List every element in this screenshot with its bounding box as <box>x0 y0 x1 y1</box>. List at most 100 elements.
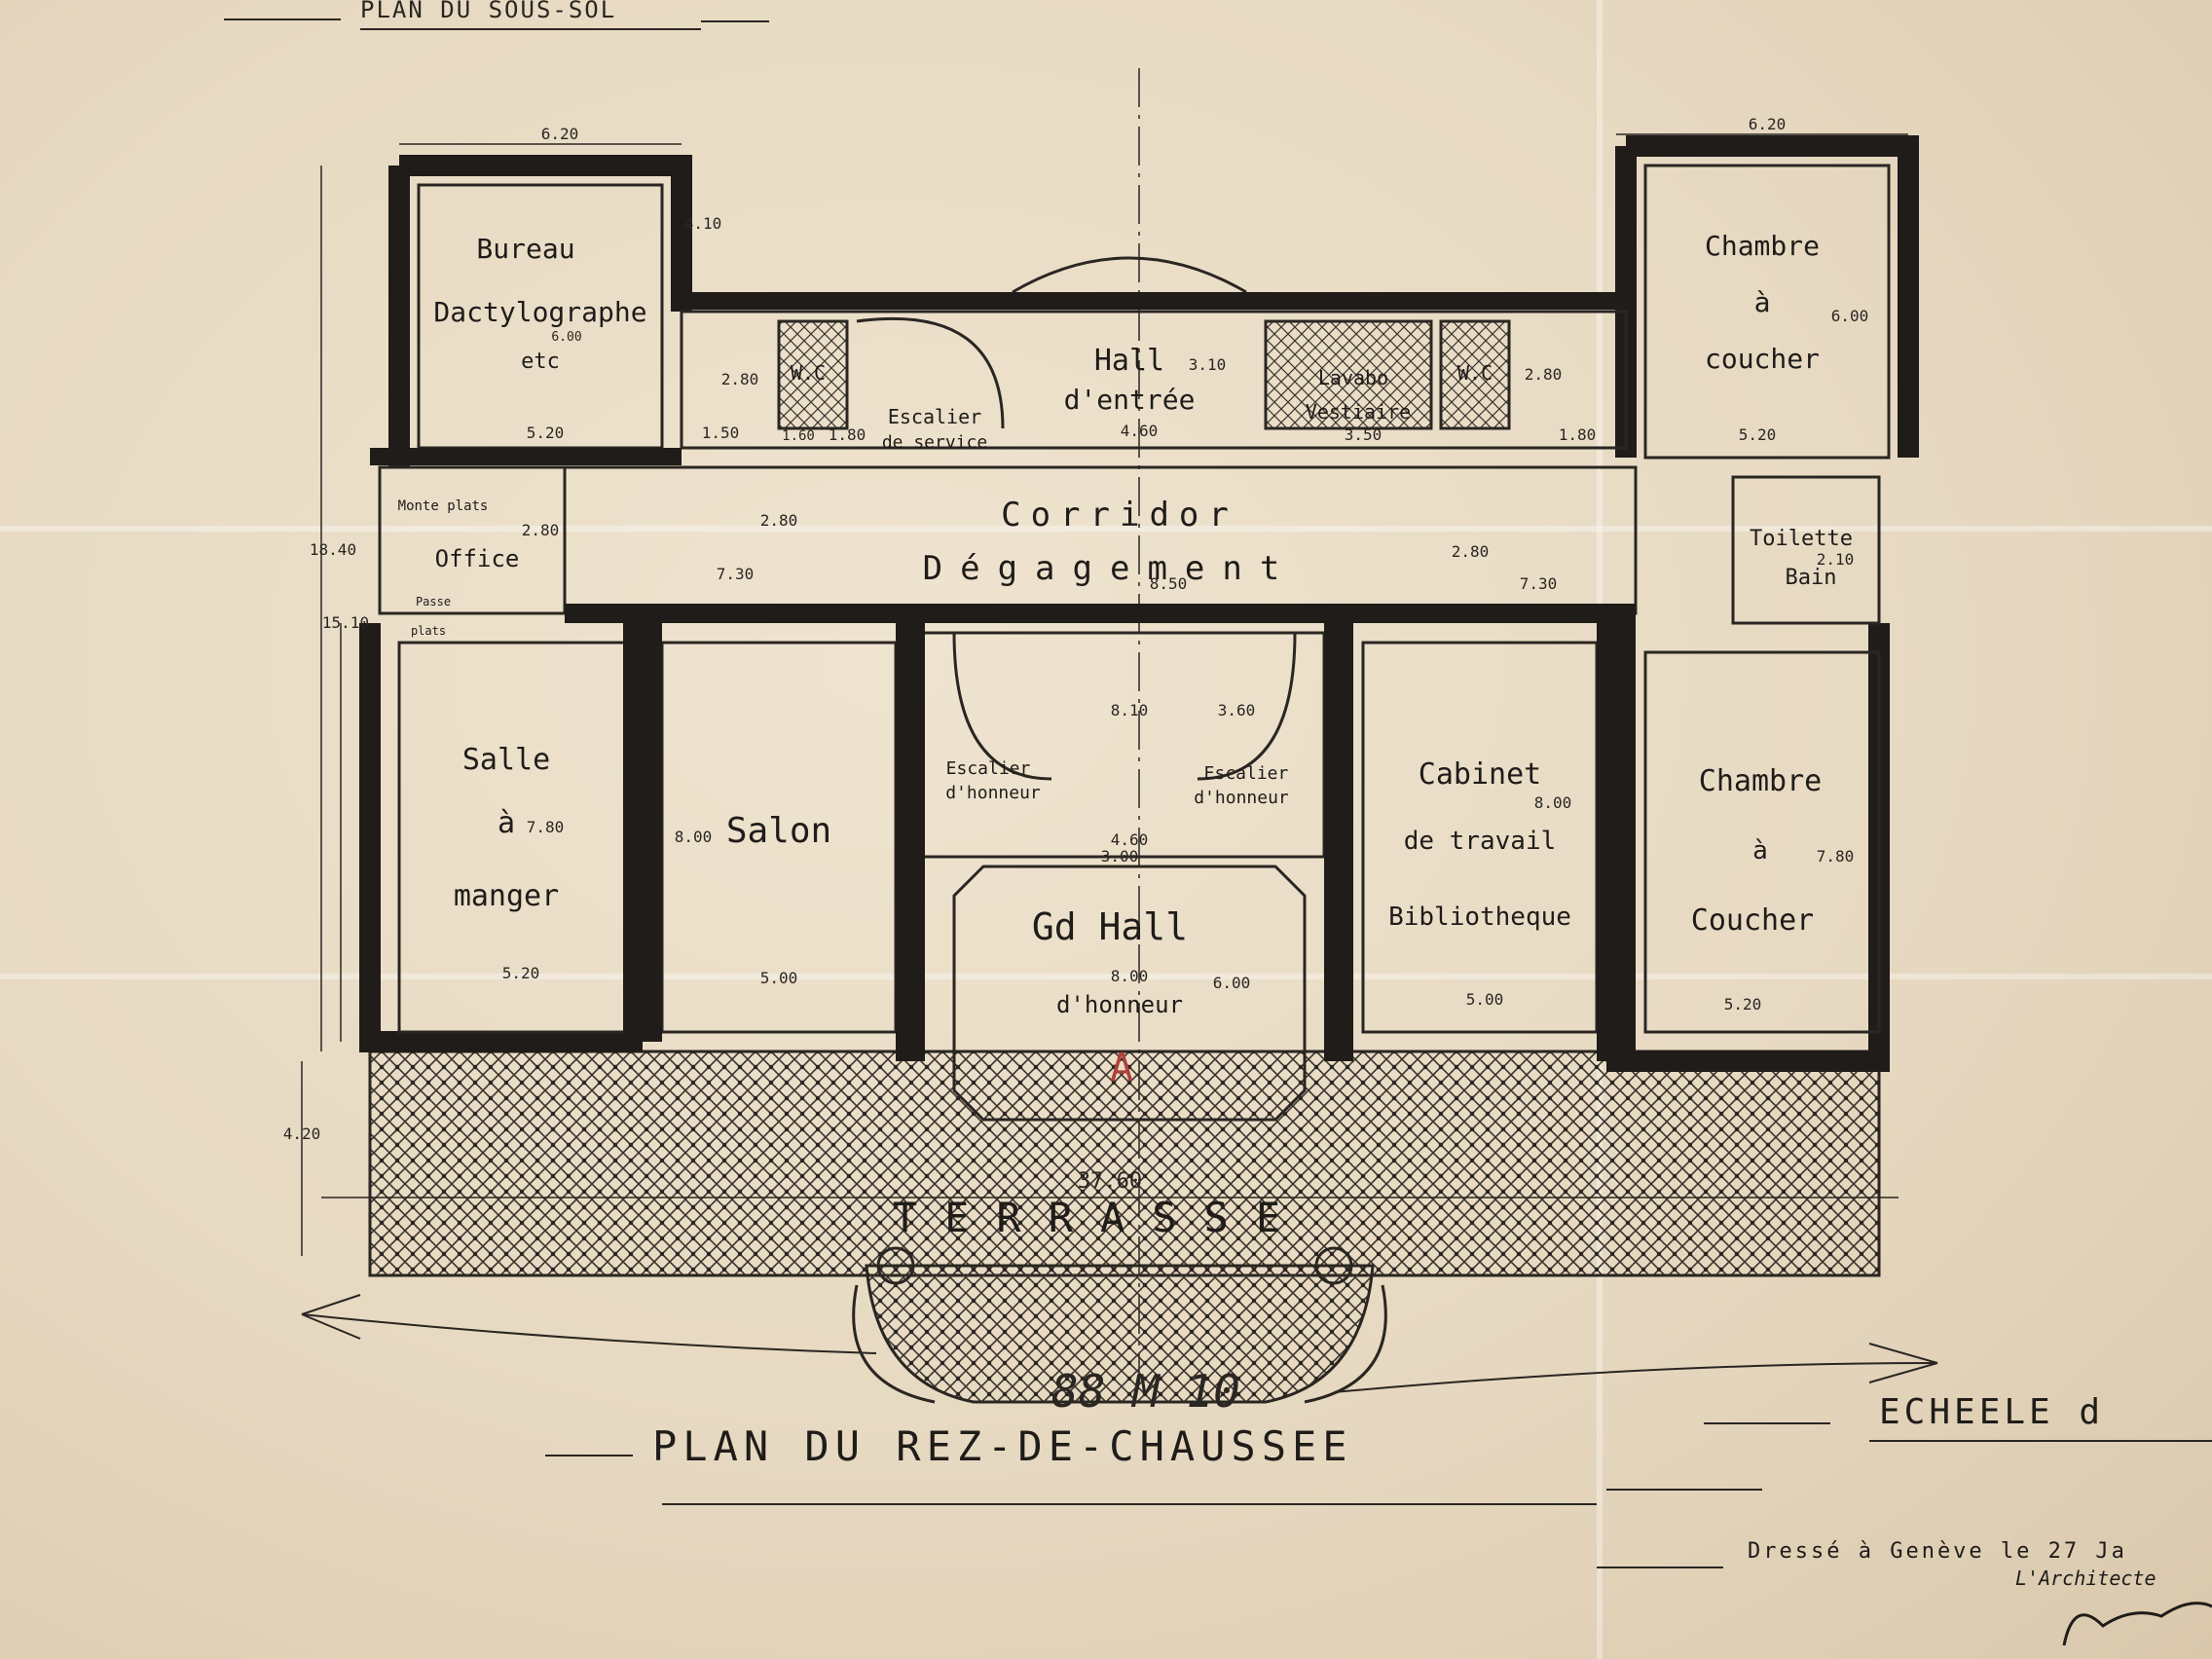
escalier-service-2: de service <box>882 432 987 453</box>
dim: 5.20 <box>502 964 540 982</box>
lavabo-2: Vestiaire <box>1306 400 1411 424</box>
escalier-honneur-r2: d'honneur <box>1194 788 1289 808</box>
flow-arrows <box>301 1294 1938 1393</box>
office: Office <box>435 545 520 572</box>
dim: 7.30 <box>717 565 755 583</box>
dim: 3.60 <box>1218 701 1256 719</box>
hall-entree-2: d'entrée <box>1064 384 1196 416</box>
dim: 4.10 <box>684 214 722 233</box>
escalier-service-1: Escalier <box>888 405 981 428</box>
dim: 6.00 <box>1831 307 1869 325</box>
red-marker: A <box>1110 1046 1133 1090</box>
dim: 5.00 <box>760 969 798 987</box>
signature <box>2062 1602 2212 1646</box>
main-title: PLAN DU REZ-DE-CHAUSSEE <box>652 1422 1353 1470</box>
dresse-line: Dressé à Genève le 27 Ja <box>1748 1539 2127 1564</box>
hall-entree-1: Hall <box>1094 344 1164 378</box>
dim: 1.80 <box>829 425 866 444</box>
salle-2: à <box>498 806 515 840</box>
chambre-top-2: à <box>1754 286 1771 318</box>
dimension-lines <box>301 133 1908 1256</box>
top-title: PLAN DU SOUS-SOL <box>360 0 616 23</box>
toilette: Toilette <box>1750 527 1853 551</box>
dim: 8.00 <box>1111 967 1149 985</box>
dim: 1.80 <box>1559 425 1597 444</box>
salle-3: manger <box>454 879 559 913</box>
handwritten-note: 88 M 10 <box>1051 1365 1240 1418</box>
dim: 5.00 <box>1466 990 1504 1009</box>
room-labels: Bureau Dactylographe etc W.C Escalier de… <box>398 230 1853 1241</box>
dim: 1.50 <box>702 424 740 442</box>
salon: Salon <box>726 811 831 851</box>
dim: 2.10 <box>1817 550 1855 569</box>
dim: 7.80 <box>527 818 565 836</box>
dim: 6.00 <box>551 330 581 345</box>
dim: 3.10 <box>1189 355 1227 374</box>
dim: 5.20 <box>527 424 565 442</box>
dim: 1.60 <box>782 428 815 444</box>
wc-left: W.C <box>791 361 826 385</box>
escalier-honneur-r1: Escalier <box>1204 763 1289 784</box>
chambre-bottom-3: Coucher <box>1691 903 1814 938</box>
salle-1: Salle <box>462 743 550 777</box>
cabinet-3: Bibliotheque <box>1388 903 1571 932</box>
chambre-bottom-2: à <box>1752 836 1768 866</box>
dim: 5.20 <box>1724 995 1762 1014</box>
dim: 6.20 <box>1749 115 1787 133</box>
dim: 15.10 <box>322 613 369 632</box>
dim: 37.60 <box>1078 1169 1142 1194</box>
bain: Bain <box>1786 566 1837 590</box>
dim: 6.00 <box>1213 974 1251 992</box>
chambre-top-1: Chambre <box>1705 230 1820 262</box>
passe-plats-1: Passe <box>416 595 451 608</box>
corridor: Corridor <box>1001 496 1238 535</box>
dim: 2.80 <box>1525 365 1563 384</box>
dim: 7.80 <box>1817 847 1855 866</box>
dim: 2.80 <box>760 511 798 530</box>
dim: 2.80 <box>522 521 560 539</box>
cabinet-1: Cabinet <box>1419 757 1541 792</box>
dim: 8.00 <box>675 828 713 846</box>
scale-label: ECHEELE d <box>1879 1392 2104 1432</box>
dim: 3.00 <box>1101 847 1139 866</box>
fold-line <box>0 526 2212 532</box>
cabinet-2: de travail <box>1404 827 1557 856</box>
terrace <box>368 1050 1881 1404</box>
chambre-top-3: coucher <box>1705 343 1820 375</box>
top-title-group: PLAN DU SOUS-SOL <box>224 0 769 30</box>
dim: 8.10 <box>1111 701 1149 719</box>
wall-blocks <box>370 292 1636 1061</box>
lavabo-1: Lavabo <box>1318 366 1388 389</box>
dim: 8.00 <box>1534 793 1572 812</box>
fold-line <box>0 974 2212 979</box>
bureau-line3: etc <box>521 350 560 374</box>
grand-hall-2: d'honneur <box>1056 991 1183 1018</box>
degagement: Dégagement <box>923 549 1298 588</box>
dim: 3.50 <box>1345 425 1382 444</box>
architecte-line: L'Architecte <box>2015 1567 2157 1590</box>
dim: 8.50 <box>1150 574 1188 593</box>
escalier-honneur-l2: d'honneur <box>945 783 1041 803</box>
bureau-line1: Bureau <box>476 233 574 265</box>
chambre-bottom-1: Chambre <box>1699 764 1822 798</box>
terrasse: TERRASSE <box>893 1194 1308 1241</box>
grand-hall-1: Gd Hall <box>1032 905 1188 948</box>
bottom-titles: 88 M 10 PLAN DU REZ-DE-CHAUSSEE ECHEELE … <box>545 1365 2212 1646</box>
escalier-honneur-l1: Escalier <box>946 758 1031 779</box>
bureau-line2: Dactylographe <box>433 296 646 328</box>
dim: 4.60 <box>1111 830 1149 849</box>
dimension-labels: 6.20 6.20 6.00 5.20 4.10 2.80 1.50 1.80 … <box>283 115 1869 1194</box>
dim: 7.30 <box>1520 574 1558 593</box>
monte-plats: Monte plats <box>398 498 489 514</box>
dim: 2.80 <box>721 370 759 388</box>
passe-plats-2: plats <box>411 624 446 638</box>
room-outlines <box>378 164 1891 1122</box>
dim: 4.60 <box>1121 422 1159 440</box>
dim: 5.20 <box>1739 425 1777 444</box>
wc-right: W.C <box>1457 361 1493 385</box>
dim: 2.80 <box>1452 542 1490 561</box>
dim: 18.40 <box>310 540 356 559</box>
dim: 6.20 <box>541 125 579 143</box>
